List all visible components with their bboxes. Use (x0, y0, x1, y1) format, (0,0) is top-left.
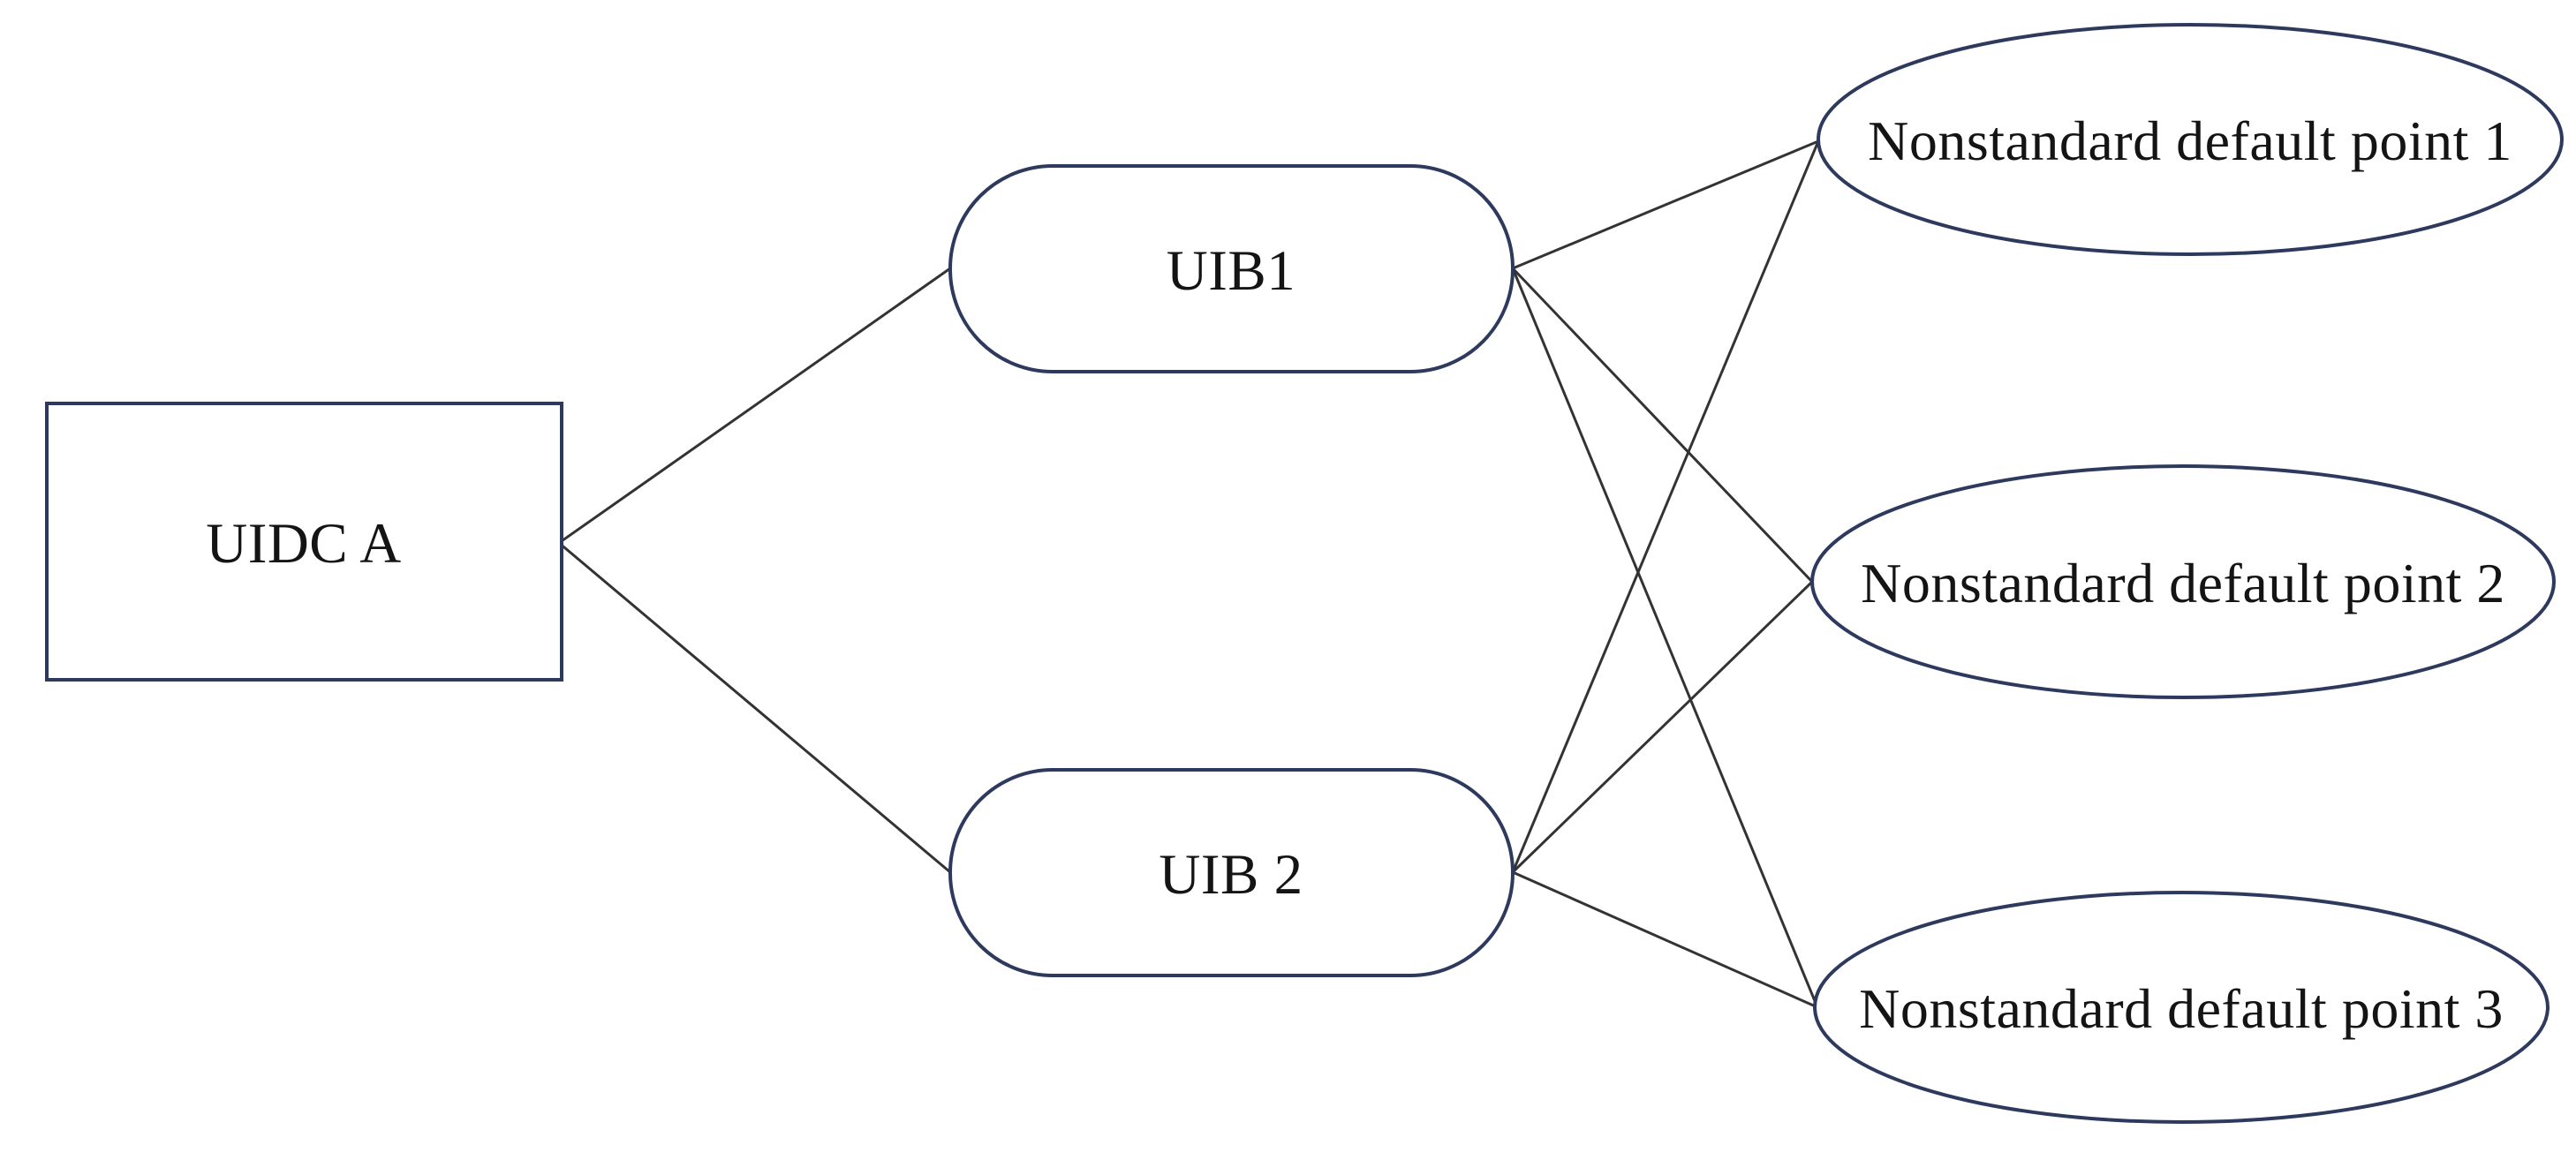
node-uidc-a: UIDC A (45, 402, 563, 682)
uidc-a-label: UIDC A (206, 512, 402, 576)
uib1-label: UIB1 (1167, 239, 1296, 303)
ndp1-ellipse (1817, 23, 2564, 256)
edge-uib1-ndp2 (1511, 267, 1814, 584)
edge-uib1-ndp3 (1511, 267, 1819, 1008)
edge-uidca-uib2 (558, 541, 951, 874)
edge-uib2-ndp3 (1512, 870, 1818, 1009)
uib2-stadium (948, 768, 1515, 977)
ndp2-label: Nonstandard default point 2 (1861, 552, 2505, 614)
node-ndp3: Nonstandard default point 3 (1813, 891, 2550, 1124)
ndp2-ellipse (1810, 464, 2556, 699)
ndp3-ellipse (1813, 891, 2550, 1124)
ndp3-label: Nonstandard default point 3 (1859, 977, 2504, 1040)
ndp1-label: Nonstandard default point 1 (1868, 109, 2512, 172)
edge-uib2-ndp2 (1511, 580, 1814, 874)
node-uib1: UIB1 (948, 164, 1515, 373)
node-ndp1: Nonstandard default point 1 (1817, 23, 2564, 256)
node-ndp2: Nonstandard default point 2 (1810, 464, 2556, 699)
edge-uib2-ndp1 (1511, 140, 1820, 873)
uib1-stadium (948, 164, 1515, 373)
uidc-a-rectangle (45, 402, 563, 682)
node-uib2: UIB 2 (948, 768, 1515, 977)
edge-uib1-ndp1 (1512, 139, 1819, 270)
edge-uidca-uib1 (558, 267, 951, 545)
uib2-label: UIB 2 (1159, 843, 1303, 907)
edges (558, 139, 1820, 1009)
